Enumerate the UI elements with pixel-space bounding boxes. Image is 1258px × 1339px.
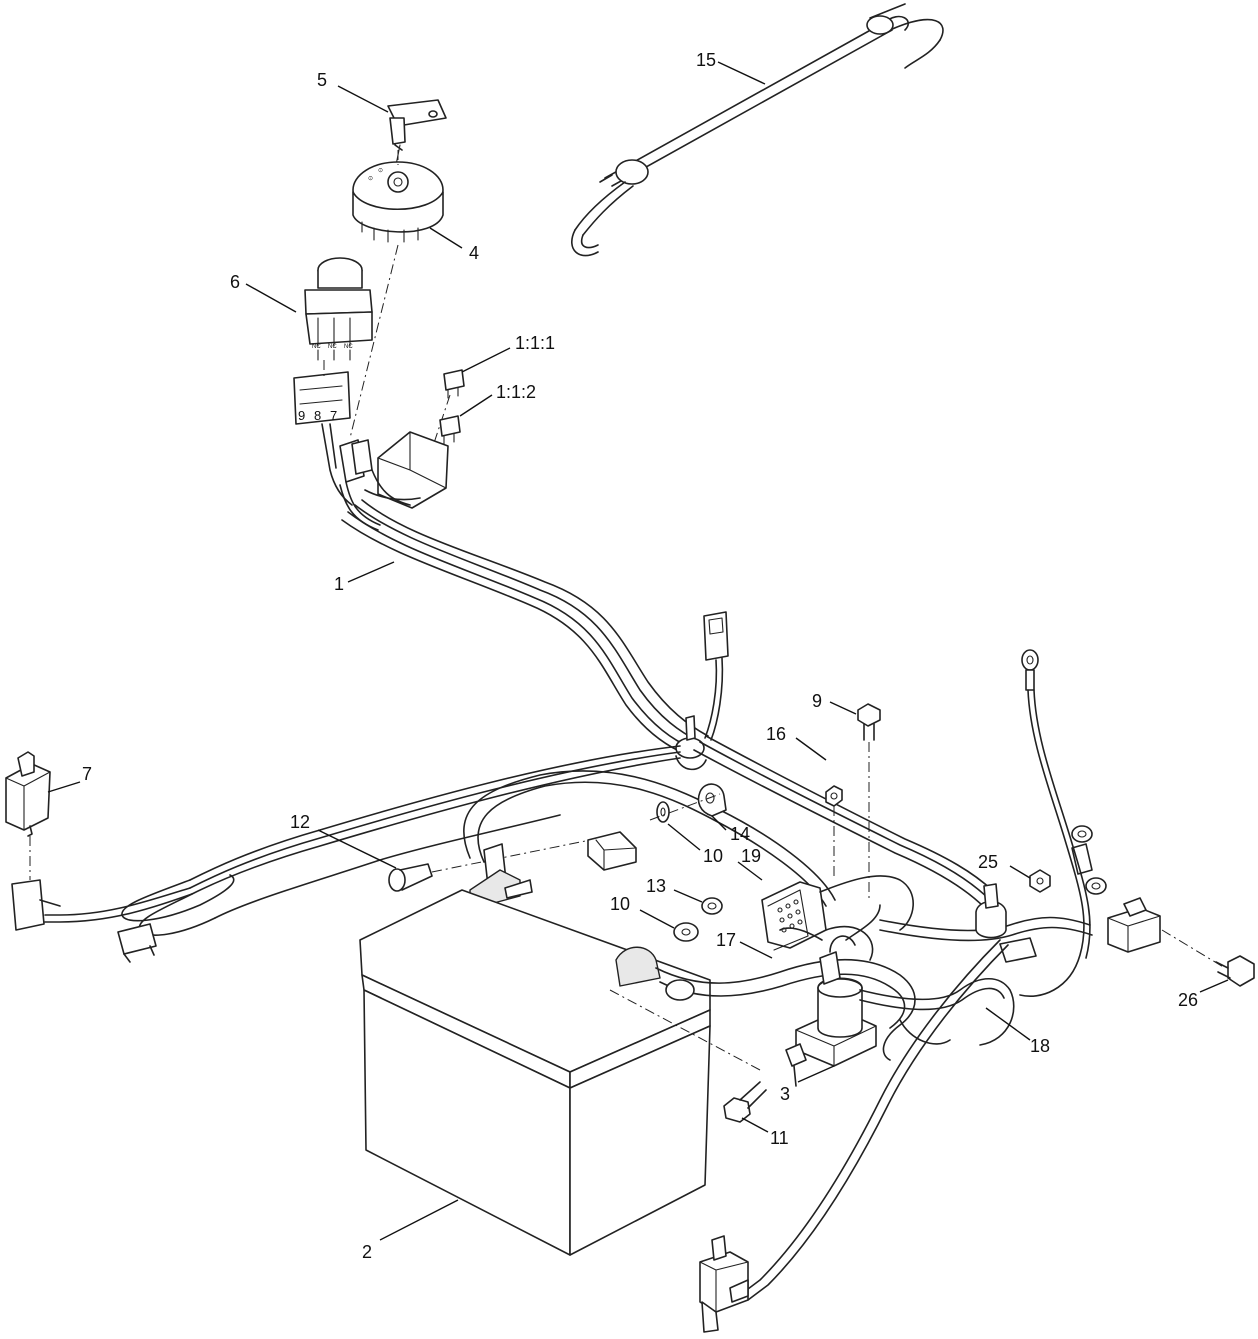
callout-7: 7 — [82, 764, 92, 784]
callout-5: 5 — [317, 70, 327, 90]
nc-marking-3: NC — [344, 344, 353, 350]
part-harness-connector-block — [587, 831, 637, 871]
leader-lines — [47, 61, 1229, 1241]
callout-9: 9 — [812, 691, 822, 711]
part-starter-solenoid — [779, 904, 881, 1087]
part-seat-switch-wire — [739, 939, 1009, 1301]
part-ignition-key — [387, 99, 447, 166]
callout-10-lower: 10 — [610, 894, 630, 914]
part-fuse-1 — [443, 369, 465, 399]
part-clip-14 — [697, 783, 727, 817]
callout-26: 26 — [1178, 990, 1198, 1010]
alignment-line-washer-clip — [649, 793, 721, 821]
part-multi-pin-connector — [761, 875, 914, 961]
part-bolt-9 — [857, 703, 881, 900]
part-bolt-26 — [1215, 955, 1255, 987]
callout-2: 2 — [362, 1242, 372, 1262]
callout-16: 16 — [766, 724, 786, 744]
callout-15: 15 — [696, 50, 716, 70]
part-left-wire-run — [44, 745, 681, 963]
pin-8-marking: 8 — [314, 408, 321, 423]
nc-marking-2: NC — [328, 344, 337, 350]
callout-1: 1 — [334, 574, 344, 594]
part-battery-hold-down-rod — [571, 3, 944, 257]
part-pto-switch: NC NC NC — [304, 257, 373, 361]
callout-25: 25 — [978, 852, 998, 872]
part-ring-terminals — [1071, 825, 1107, 895]
svg-text:⊙: ⊙ — [378, 168, 383, 174]
part-right-harness-18 — [859, 883, 1226, 1046]
part-relay — [5, 751, 61, 931]
part-pto-connector: 9 8 7 — [293, 371, 351, 425]
callout-4: 4 — [469, 243, 479, 263]
part-bolt-11 — [723, 1081, 767, 1123]
callout-13: 13 — [646, 876, 666, 896]
callout-1-1-1: 1:1:1 — [515, 333, 555, 353]
nc-marking-1: NC — [312, 344, 321, 350]
callout-12: 12 — [290, 812, 310, 832]
part-main-wire-harness — [321, 423, 996, 909]
callout-10-upper: 10 — [703, 846, 723, 866]
callout-labels: 5 15 4 6 1:1:1 1:1:2 1 9 16 7 12 14 10 1… — [82, 50, 1198, 1262]
part-nut-25 — [1029, 869, 1051, 893]
part-seat-switch — [699, 1235, 749, 1333]
pin-9-marking: 9 — [298, 408, 305, 423]
part-nut-16 — [825, 785, 843, 880]
part-ignition-switch: ⊙ ⊙ — [352, 161, 444, 243]
pin-7-marking: 7 — [330, 408, 337, 423]
part-washer-13 — [701, 897, 723, 915]
part-battery — [359, 879, 761, 1256]
svg-text:⊙: ⊙ — [368, 176, 373, 182]
part-washer-10-upper — [656, 801, 670, 823]
part-washer-10-lower — [673, 922, 699, 942]
callout-3: 3 — [780, 1084, 790, 1104]
part-ground-wire — [1019, 649, 1091, 997]
callout-18: 18 — [1030, 1036, 1050, 1056]
callout-1-1-2: 1:1:2 — [496, 382, 536, 402]
callout-19: 19 — [741, 846, 761, 866]
callout-11: 11 — [770, 1128, 789, 1148]
callout-14: 14 — [730, 824, 750, 844]
part-fuse-2 — [439, 415, 461, 445]
callout-6: 6 — [230, 272, 240, 292]
callout-17: 17 — [716, 930, 736, 950]
alignment-line-switch-connector — [349, 244, 399, 439]
part-fuse-holder — [377, 431, 449, 509]
part-bolt-12 — [388, 837, 601, 892]
